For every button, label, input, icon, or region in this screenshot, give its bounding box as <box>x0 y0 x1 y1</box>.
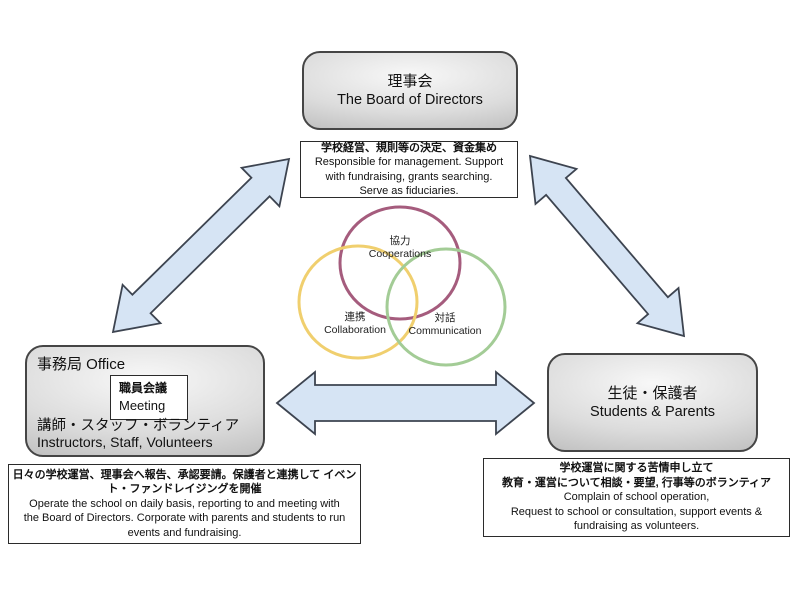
meeting-box: 職員会議 Meeting <box>110 375 188 420</box>
venn-circle-communication <box>385 247 507 367</box>
students-info-en: Complain of school operation, Request to… <box>510 491 763 533</box>
venn-communication-jp: 対話 <box>434 312 456 324</box>
venn-label-cooperation: 協力 Cooperations <box>335 235 465 260</box>
venn-label-collaboration: 連携 Collaboration <box>290 311 420 336</box>
students-box: 生徒・保護者 Students & Parents <box>547 353 758 452</box>
office-info-jp: 日々の学校運営、理事会へ報告、承認要請。保護者と連携して イベン ト・ファンドレ… <box>12 468 357 496</box>
venn-communication-en: Communication <box>408 324 482 337</box>
meeting-label-en: Meeting <box>119 398 166 413</box>
office-staff-lines: 講師・スタッフ・ボランティア Instructors, Staff, Volun… <box>37 418 239 450</box>
office-title: 事務局 Office <box>37 356 126 373</box>
board-info-en: Responsible for management. Support with… <box>314 156 504 197</box>
venn-label-communication: 対話 Communication <box>380 312 510 337</box>
board-title-en: The Board of Directors <box>337 91 483 108</box>
board-titles: 理事会 The Board of Directors <box>304 72 516 110</box>
office-staff-jp: 講師・スタッフ・ボランティア <box>37 418 240 434</box>
office-staff-en: Instructors, Staff, Volunteers <box>37 434 213 450</box>
venn-cooperation-jp: 協力 <box>389 235 411 247</box>
venn-collaboration-en: Collaboration <box>324 323 386 336</box>
students-titles: 生徒・保護者 Students & Parents <box>549 384 756 422</box>
office-info-box: 日々の学校運営、理事会へ報告、承認要請。保護者と連携して イベン ト・ファンドレ… <box>8 464 361 544</box>
venn-circle-collaboration <box>297 244 419 360</box>
venn-collaboration-jp: 連携 <box>344 311 366 323</box>
students-title-jp: 生徒・保護者 <box>607 384 698 402</box>
students-info-box: 学校運営に関する苦情申し立て 教育・運営について相談・要望, 行事等のボランティ… <box>483 458 790 537</box>
arrow-board-students <box>528 154 686 338</box>
students-info-jp: 学校運営に関する苦情申し立て 教育・運営について相談・要望, 行事等のボランティ… <box>501 462 772 489</box>
meeting-label-jp: 職員会議 <box>119 381 168 395</box>
board-title-jp: 理事会 <box>387 72 433 90</box>
office-info-en: Operate the school on daily basis, repor… <box>23 497 346 539</box>
venn-circle-cooperation <box>338 205 462 321</box>
arrow-board-office <box>111 157 291 334</box>
students-title-en: Students & Parents <box>590 403 715 420</box>
board-info-jp: 学校経営、規則等の決定、資金集め <box>321 141 497 154</box>
board-info-box: 学校経営、規則等の決定、資金集め Responsible for managem… <box>300 141 518 198</box>
office-box: 事務局 Office 職員会議 Meeting 講師・スタッフ・ボランティア I… <box>25 345 265 457</box>
arrow-office-students <box>275 370 536 436</box>
board-box: 理事会 The Board of Directors <box>302 51 518 130</box>
venn-cooperation-en: Cooperations <box>368 247 432 260</box>
